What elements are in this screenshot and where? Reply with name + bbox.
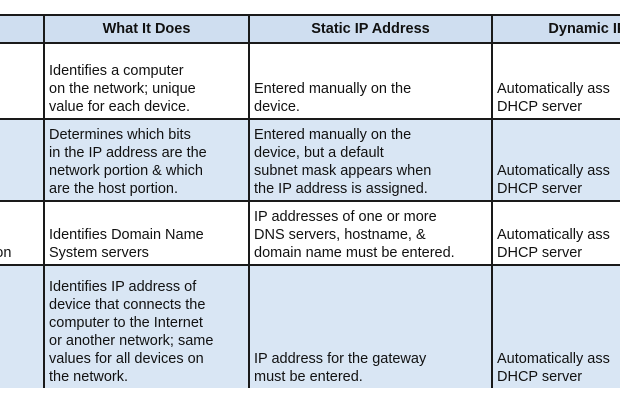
row-label bbox=[0, 118, 45, 202]
header-static-ip: Static IP Address bbox=[248, 14, 493, 44]
cell-what-it-does: Identifies a computer on the network; un… bbox=[43, 42, 250, 120]
cell-line: Entered manually on the bbox=[254, 81, 412, 97]
cell-line: device. bbox=[254, 99, 300, 115]
cell-line: Automatically ass bbox=[497, 81, 610, 97]
row-label: tion bbox=[0, 200, 45, 266]
row-label bbox=[0, 42, 45, 120]
header-dynamic-ip: Dynamic IP bbox=[491, 14, 620, 44]
table-row: Identifies a computer on the network; un… bbox=[0, 42, 620, 120]
cell-line: Identifies IP address of bbox=[49, 279, 197, 295]
cell-what-it-does: Identifies Domain Name System servers bbox=[43, 200, 250, 266]
cell-what-it-does: Determines which bits in the IP address … bbox=[43, 118, 250, 202]
ip-settings-table-wrapper: What It Does Static IP Address Dynamic I… bbox=[0, 14, 620, 388]
table-row: Determines which bits in the IP address … bbox=[0, 118, 620, 202]
table-header-row: What It Does Static IP Address Dynamic I… bbox=[0, 14, 620, 44]
cell-line: DHCP server bbox=[497, 99, 583, 115]
cell-line: Automatically ass bbox=[497, 351, 610, 367]
cell-line: value for each device. bbox=[49, 99, 191, 115]
cell-line: Automatically ass bbox=[497, 227, 610, 243]
cell-static-ip: Entered manually on the device. bbox=[248, 42, 493, 120]
cell-line: in the IP address are the bbox=[49, 145, 207, 161]
row-label bbox=[0, 264, 45, 388]
cell-line: values for all devices on bbox=[49, 351, 204, 367]
cell-static-ip: Entered manually on the device, but a de… bbox=[248, 118, 493, 202]
cell-line: IP address for the gateway bbox=[254, 351, 427, 367]
cell-line: the network. bbox=[49, 369, 128, 385]
cell-line: DHCP server bbox=[497, 245, 583, 261]
table-row: Identifies IP address of device that con… bbox=[0, 264, 620, 388]
cell-line: Identifies Domain Name bbox=[49, 227, 204, 243]
cell-dynamic-ip: Automatically ass DHCP server bbox=[491, 42, 620, 120]
cell-line: Identifies a computer bbox=[49, 63, 184, 79]
cell-line: computer to the Internet bbox=[49, 315, 203, 331]
table-row: tion Identifies Domain Name System serve… bbox=[0, 200, 620, 266]
cell-what-it-does: Identifies IP address of device that con… bbox=[43, 264, 250, 388]
cell-line: IP addresses of one or more bbox=[254, 209, 437, 225]
cell-line: Automatically ass bbox=[497, 163, 610, 179]
cell-line: the IP address is assigned. bbox=[254, 181, 428, 197]
cell-line: are the host portion. bbox=[49, 181, 178, 197]
cell-line: or another network; same bbox=[49, 333, 214, 349]
cell-line: device, but a default bbox=[254, 145, 384, 161]
cell-line: network portion & which bbox=[49, 163, 203, 179]
header-what-it-does: What It Does bbox=[43, 14, 250, 44]
cell-static-ip: IP addresses of one or more DNS servers,… bbox=[248, 200, 493, 266]
cell-line: Determines which bits bbox=[49, 127, 191, 143]
cell-line: Entered manually on the bbox=[254, 127, 412, 143]
cell-line: device that connects the bbox=[49, 297, 206, 313]
cell-line: subnet mask appears when bbox=[254, 163, 432, 179]
cell-line: System servers bbox=[49, 245, 149, 261]
cell-line: DHCP server bbox=[497, 369, 583, 385]
cell-dynamic-ip: Automatically ass DHCP server bbox=[491, 200, 620, 266]
cell-line: DHCP server bbox=[497, 181, 583, 197]
cell-line: must be entered. bbox=[254, 369, 363, 385]
cell-dynamic-ip: Automatically ass DHCP server bbox=[491, 118, 620, 202]
cell-line: on the network; unique bbox=[49, 81, 196, 97]
cell-line: DNS servers, hostname, & bbox=[254, 227, 426, 243]
cell-static-ip: IP address for the gateway must be enter… bbox=[248, 264, 493, 388]
ip-settings-table: What It Does Static IP Address Dynamic I… bbox=[0, 14, 620, 388]
cell-line: domain name must be entered. bbox=[254, 245, 455, 261]
header-setting bbox=[0, 14, 45, 44]
cell-dynamic-ip: Automatically ass DHCP server bbox=[491, 264, 620, 388]
